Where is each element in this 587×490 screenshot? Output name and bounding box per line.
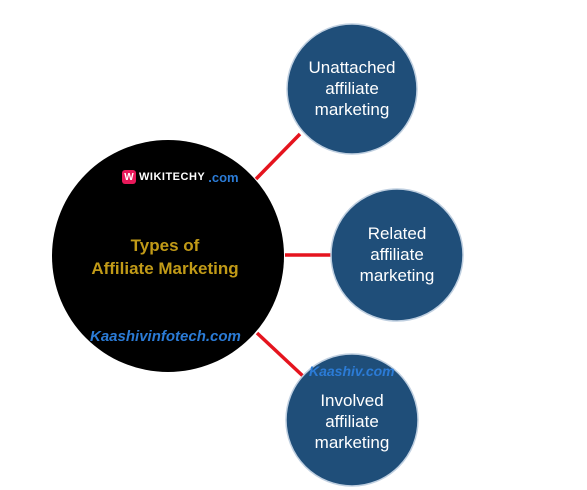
connector-involved <box>255 331 306 379</box>
node-label-related-line-2: affiliate <box>370 245 424 264</box>
logo-name: WIKITECHY <box>139 171 206 183</box>
node-label-unattached-line-3: marketing <box>314 100 390 119</box>
center-title-line-1: Types of <box>130 236 200 255</box>
center-title-line-2: Affiliate Marketing <box>91 259 239 278</box>
connector-unattached <box>254 132 302 181</box>
logo-domain: .com <box>208 169 239 185</box>
wikitechy-badge-icon: W <box>122 170 136 184</box>
wikitechy-logo: W WIKITECHY .com <box>122 167 239 187</box>
watermark-kaashiv: Kaashiv.com <box>309 363 395 379</box>
center-circle <box>52 140 284 372</box>
node-label-involved: Involved affiliate marketing <box>292 390 412 453</box>
node-label-involved-line-3: marketing <box>314 433 390 452</box>
node-label-unattached: Unattached affiliate marketing <box>292 57 412 120</box>
node-label-related-line-1: Related <box>367 224 427 243</box>
node-circle-unattached <box>286 23 418 155</box>
node-label-involved-line-1: Involved <box>320 391 384 410</box>
center-title: Types of Affiliate Marketing <box>70 234 260 280</box>
watermark-kaashivinfotech: Kaashivinfotech.com <box>90 328 241 345</box>
node-circle-involved <box>285 353 419 487</box>
node-label-unattached-line-2: affiliate <box>325 79 379 98</box>
node-label-unattached-line-1: Unattached <box>308 58 396 77</box>
node-circle-related <box>330 188 464 322</box>
node-label-related: Related affiliate marketing <box>337 223 457 286</box>
node-label-related-line-3: marketing <box>359 266 435 285</box>
node-label-involved-line-2: affiliate <box>325 412 379 431</box>
